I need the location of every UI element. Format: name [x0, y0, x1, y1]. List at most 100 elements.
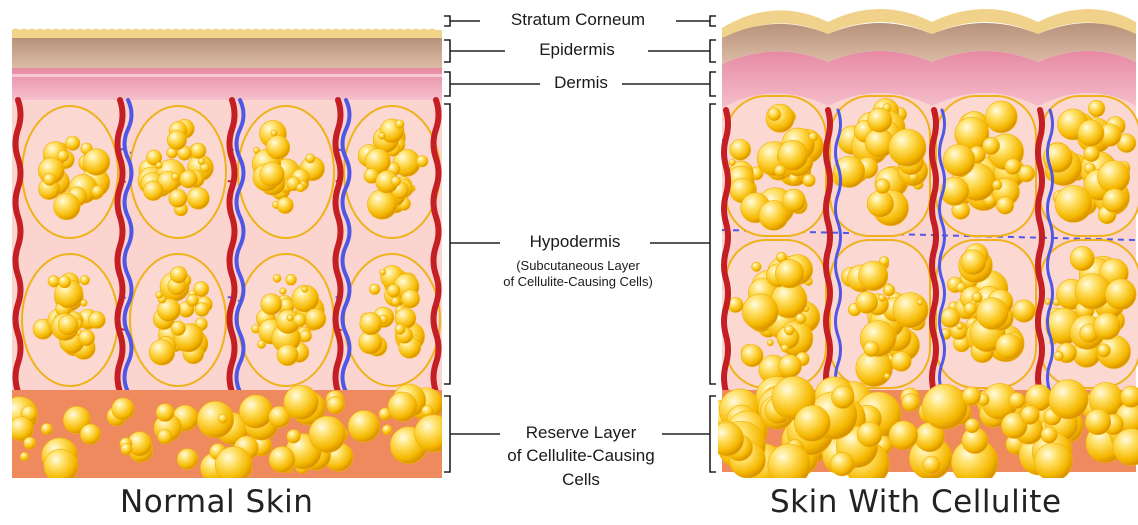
- reserve-fat-cell: [112, 398, 134, 420]
- fat-cell: [943, 144, 975, 176]
- reserve-fat-cell: [830, 452, 854, 476]
- reserve-fat-cell: [1041, 427, 1057, 443]
- reserve-fat-cell: [1034, 443, 1072, 481]
- reserve-fat-cell: [1049, 380, 1088, 419]
- fat-cell: [893, 292, 928, 327]
- fat-cell: [856, 292, 878, 314]
- fat-cell: [775, 165, 786, 176]
- fat-cell: [961, 250, 986, 275]
- label-reserve-1: Reserve Layer: [526, 423, 637, 443]
- fat-cell: [360, 313, 382, 335]
- bracket-left-hypodermis: [444, 104, 500, 384]
- fat-cell: [143, 181, 163, 201]
- fat-cell: [884, 373, 890, 379]
- reserve-fat-cell: [414, 415, 451, 452]
- fat-cell: [387, 284, 400, 297]
- dermis-layer-left: [12, 68, 442, 100]
- reserve-fat-cell: [287, 429, 301, 443]
- fat-cell: [1005, 159, 1021, 175]
- reserve-fat-cell: [44, 449, 78, 483]
- fat-cell: [187, 294, 199, 306]
- fat-cell: [401, 290, 419, 308]
- fat-cell: [395, 324, 405, 334]
- fat-cell: [172, 173, 179, 180]
- fat-cell: [1078, 120, 1104, 146]
- reserve-fat-cell: [1085, 409, 1111, 435]
- bracket-left-dermis: [444, 72, 540, 96]
- fat-cell: [976, 298, 1008, 330]
- fat-cell: [891, 351, 911, 371]
- fat-cell: [149, 340, 175, 366]
- fat-cell: [867, 108, 891, 132]
- fat-cell: [378, 132, 385, 139]
- reserve-fat-cell: [1121, 386, 1138, 407]
- label-epidermis: Epidermis: [539, 40, 615, 60]
- fat-cell: [395, 120, 404, 129]
- bracket-right-hypodermis: [650, 104, 716, 384]
- fat-cell: [187, 187, 209, 209]
- fat-cell: [996, 334, 1022, 360]
- reserve-fat-cell: [327, 396, 345, 414]
- fat-cell: [889, 129, 926, 166]
- fat-cell: [300, 330, 312, 342]
- fat-cell: [782, 189, 805, 212]
- fat-cell: [730, 139, 751, 160]
- fat-cell: [1088, 100, 1105, 117]
- fat-cell: [88, 312, 105, 329]
- bracket-right-reserve: [662, 396, 716, 472]
- reserve-fat-cell: [41, 423, 52, 434]
- label-reserve-2: of Cellulite-Causing: [507, 446, 654, 466]
- fat-cell: [277, 197, 293, 213]
- fat-cell: [795, 313, 806, 324]
- fat-cell: [1103, 189, 1127, 213]
- fat-cell: [261, 294, 282, 315]
- fat-cell: [302, 286, 308, 292]
- fat-cell: [198, 158, 205, 165]
- fat-cell: [1097, 161, 1129, 193]
- fat-cell: [1075, 274, 1111, 310]
- fat-cell: [957, 323, 964, 330]
- bracket-right-epidermis: [648, 40, 716, 62]
- fat-cell: [380, 269, 386, 275]
- fat-cell: [43, 173, 55, 185]
- fat-cell: [864, 341, 880, 357]
- fat-cell: [58, 276, 70, 288]
- reserve-fat-cell: [80, 424, 100, 444]
- fat-cell: [296, 183, 304, 191]
- fat-cell: [257, 340, 265, 348]
- reserve-fat-cell: [348, 410, 380, 442]
- reserve-fat-cell: [20, 452, 29, 461]
- fat-cell: [985, 101, 1017, 133]
- fat-cell: [1105, 279, 1136, 310]
- fat-cell: [964, 302, 977, 315]
- reserve-fat-cell: [1009, 393, 1025, 409]
- fat-cell: [996, 197, 1013, 214]
- fat-cell: [867, 191, 893, 217]
- bracket-right-dermis: [622, 72, 716, 96]
- reserve-fat-cell: [902, 393, 920, 411]
- fat-cell: [83, 149, 110, 176]
- fat-cell: [58, 315, 78, 335]
- fat-cell: [875, 179, 890, 194]
- fat-cell: [1097, 344, 1110, 357]
- fat-cell: [1055, 185, 1092, 222]
- reserve-fat-cell: [309, 416, 346, 453]
- fat-cell: [775, 259, 804, 288]
- epidermis-layer-left: [12, 38, 442, 68]
- fat-cell: [809, 133, 818, 142]
- fat-cell: [170, 266, 187, 283]
- label-hypodermis-sub-1: (Subcutaneous Layer: [516, 258, 640, 274]
- bracket-right-stratum: [676, 16, 716, 26]
- fat-cell: [879, 294, 886, 301]
- fat-cell: [729, 159, 735, 165]
- fat-cell: [171, 321, 185, 335]
- reserve-fat-cell: [710, 422, 744, 456]
- fat-cell: [156, 162, 163, 169]
- fat-cell: [972, 292, 982, 302]
- fat-cell: [1013, 300, 1035, 322]
- fat-cell: [1094, 313, 1121, 340]
- label-hypodermis-sub-2: of Cellulite-Causing Cells): [503, 274, 653, 290]
- fat-cell: [280, 288, 287, 295]
- fat-cell: [180, 170, 198, 188]
- fat-cell: [803, 174, 816, 187]
